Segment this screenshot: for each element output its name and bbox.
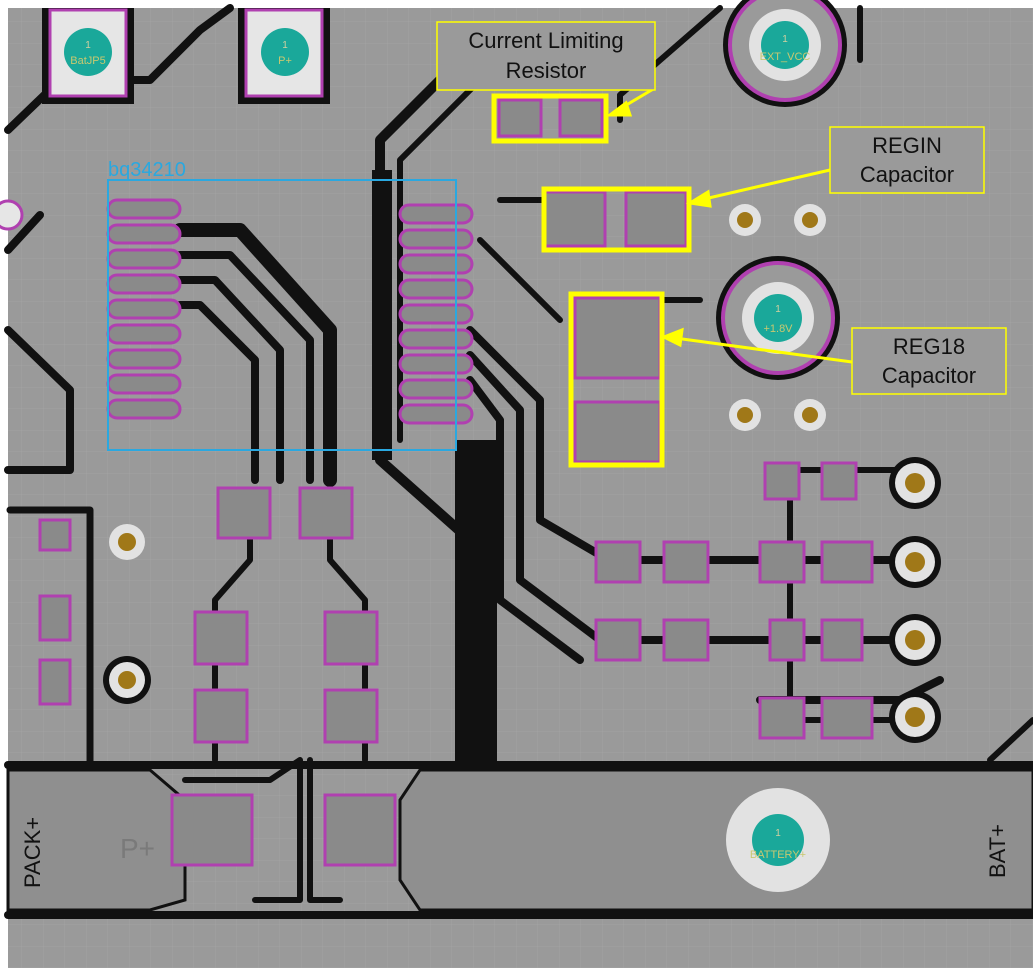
- svg-text:Capacitor: Capacitor: [882, 363, 976, 388]
- svg-text:1: 1: [775, 828, 781, 839]
- callout-reg18: REG18 Capacitor: [851, 327, 1007, 395]
- svg-text:1: 1: [85, 40, 91, 51]
- svg-text:EXT_VCC: EXT_VCC: [760, 51, 811, 63]
- svg-text:P+: P+: [278, 55, 292, 67]
- svg-text:Capacitor: Capacitor: [860, 162, 954, 187]
- svg-text:Resistor: Resistor: [506, 58, 587, 83]
- highlight-regin-capacitor: [541, 186, 692, 253]
- copper-traces: [4, 4, 1033, 919]
- svg-text:BatJP5: BatJP5: [70, 55, 105, 67]
- ic-right-pads: [398, 203, 474, 425]
- ic-outline: [107, 179, 457, 451]
- copper-gap-block: [455, 440, 497, 770]
- ic-label: bq34210: [108, 159, 186, 181]
- silk-p-plus: P+: [120, 833, 155, 864]
- callout-regin: REGIN Capacitor: [829, 126, 985, 194]
- svg-text:1: 1: [775, 304, 781, 315]
- svg-text:1: 1: [782, 34, 788, 45]
- testpoint-ext-vcc: 1 EXT_VCC: [723, 0, 847, 107]
- testpoint-1v8: 1 +1.8V: [716, 256, 840, 380]
- svg-text:+1.8V: +1.8V: [763, 323, 793, 335]
- svg-text:Current Limiting: Current Limiting: [468, 28, 623, 53]
- svg-text:BATTERY+: BATTERY+: [750, 849, 806, 861]
- ic-left-pads: [106, 198, 182, 420]
- smd-pads: [38, 98, 874, 867]
- highlight-reg18-capacitor: [568, 291, 665, 468]
- through-hole-vias: [103, 204, 941, 743]
- copper-pour: [6, 768, 1033, 912]
- svg-text:REG18: REG18: [893, 334, 965, 359]
- svg-text:REGIN: REGIN: [872, 133, 942, 158]
- silk-bat-plus: BAT+: [985, 824, 1010, 878]
- callout-current-limiting: Current Limiting Resistor: [436, 21, 656, 91]
- testpoint-battery-plus: 1 BATTERY+: [726, 788, 830, 892]
- testpoint-batjp5: 1 BatJP5: [42, 8, 134, 104]
- highlight-current-limiting-resistor: [491, 93, 609, 144]
- callout-arrows: [605, 86, 853, 364]
- svg-text:1: 1: [282, 40, 288, 51]
- testpoint-pplus: 1 P+: [238, 8, 330, 104]
- silk-pack-plus: PACK+: [20, 817, 45, 888]
- highlight-boxes: [491, 93, 692, 468]
